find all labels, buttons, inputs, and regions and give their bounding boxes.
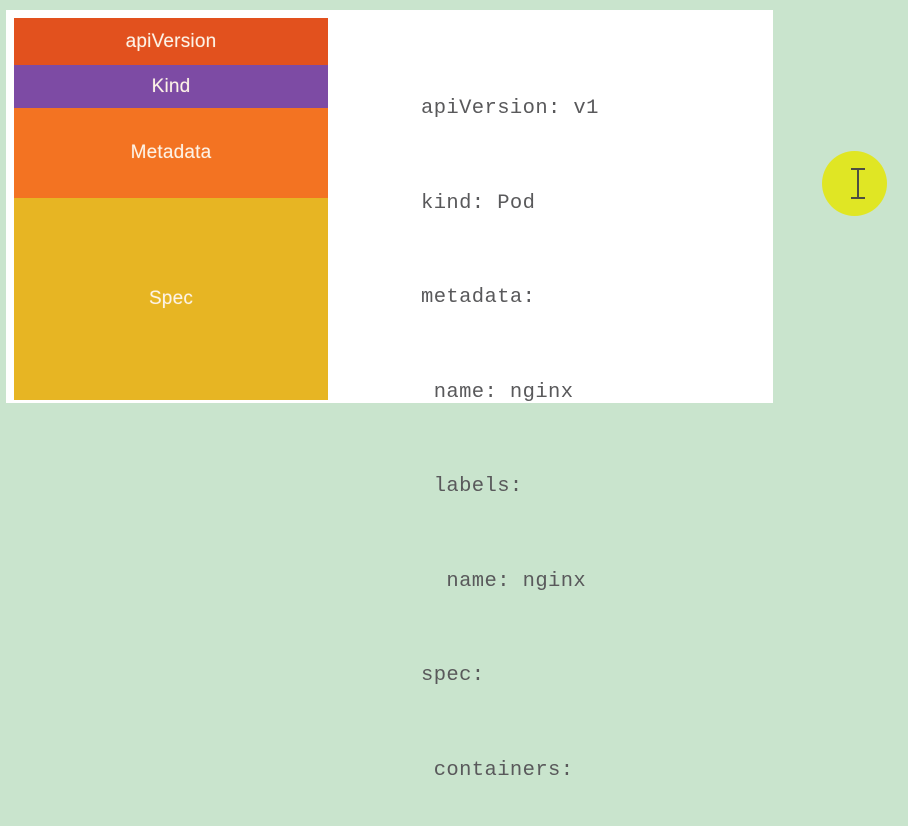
yaml-line: labels: — [421, 475, 523, 498]
structure-band-kind-label: Kind — [151, 75, 191, 97]
yaml-line: kind: Pod — [421, 191, 536, 215]
ibeam-stem — [857, 169, 859, 198]
structure-band-spec: Spec — [14, 198, 328, 400]
yaml-manifest: apiVersion: v1 kind: Pod metadata: name:… — [421, 30, 773, 826]
slide-card: apiVersion Kind Metadata Spec apiVersion… — [6, 10, 773, 782]
structure-band-metadata-label: Metadata — [130, 142, 212, 163]
yaml-line: spec: — [421, 664, 485, 687]
structure-band-apiversion: apiVersion — [14, 18, 328, 65]
yaml-line: containers: — [421, 758, 574, 782]
yaml-line: name: nginx — [421, 569, 587, 593]
click-highlight — [822, 151, 887, 216]
slide-canvas: apiVersion Kind Metadata Spec apiVersion… — [6, 10, 887, 782]
structure-band-kind: Kind — [14, 65, 328, 108]
ibeam-serif-bottom — [851, 197, 865, 199]
yaml-line: apiVersion: v1 — [421, 97, 599, 120]
structure-band-spec-label: Spec — [148, 288, 194, 309]
yaml-line: name: nginx — [421, 380, 574, 404]
pod-structure-diagram: apiVersion Kind Metadata Spec — [14, 18, 328, 408]
structure-band-metadata: Metadata — [14, 108, 328, 198]
text-cursor-icon — [851, 167, 865, 200]
yaml-line: metadata: — [421, 286, 536, 309]
structure-band-apiversion-label: apiVersion — [125, 30, 217, 52]
